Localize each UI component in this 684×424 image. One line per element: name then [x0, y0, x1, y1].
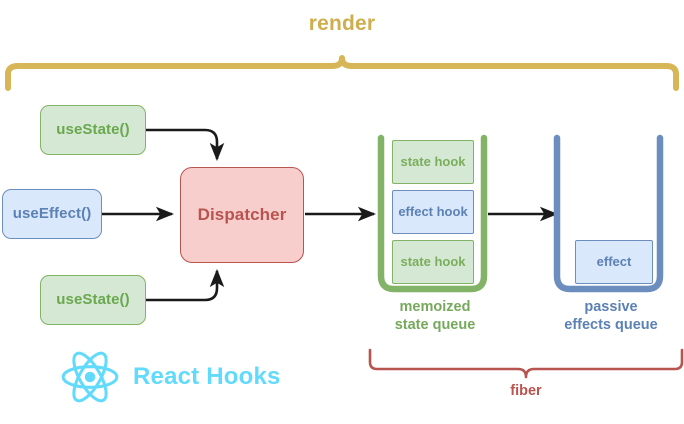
- queue-item-label: state hook: [400, 153, 466, 169]
- hook-box-label: useEffect(): [12, 204, 92, 222]
- hook-box-usestate-top[interactable]: useState(): [40, 105, 146, 155]
- dispatcher-label: Dispatcher: [197, 205, 287, 225]
- passive-effects-queue-label: passive effects queue: [564, 299, 658, 333]
- hook-box-label: useState(): [56, 120, 130, 138]
- queue-item-label: effect: [596, 253, 632, 269]
- react-atom-icon: [61, 351, 119, 403]
- fiber-brace-label: fiber: [510, 383, 542, 399]
- memoized-state-queue-container: [377, 134, 488, 293]
- dispatcher-box[interactable]: Dispatcher: [180, 167, 304, 263]
- hook-box-label: useState(): [56, 290, 130, 308]
- hook-box-useeffect[interactable]: useEffect(): [2, 189, 102, 239]
- render-brace: [5, 55, 679, 91]
- react-hooks-wordmark: React Hooks: [133, 363, 281, 390]
- queue-item-label: state hook: [400, 253, 466, 269]
- hook-box-usestate-bottom[interactable]: useState(): [40, 275, 146, 325]
- render-brace-label: render: [308, 12, 376, 35]
- fiber-brace: [368, 348, 684, 379]
- passive-queue-item-effect[interactable]: effect: [575, 240, 653, 284]
- memoized-queue-item-state-hook-2[interactable]: state hook: [392, 240, 474, 284]
- memoized-queue-item-state-hook-1[interactable]: state hook: [392, 140, 474, 184]
- memoized-state-queue-label: memoized state queue: [394, 299, 476, 333]
- queue-item-label: effect hook: [398, 203, 468, 219]
- memoized-queue-item-effect-hook[interactable]: effect hook: [392, 190, 474, 234]
- passive-effects-queue-container: [553, 134, 664, 293]
- arrow-usestate-bottom-to-dispatcher: [146, 268, 225, 302]
- arrow-usestate-top-to-dispatcher: [146, 128, 225, 162]
